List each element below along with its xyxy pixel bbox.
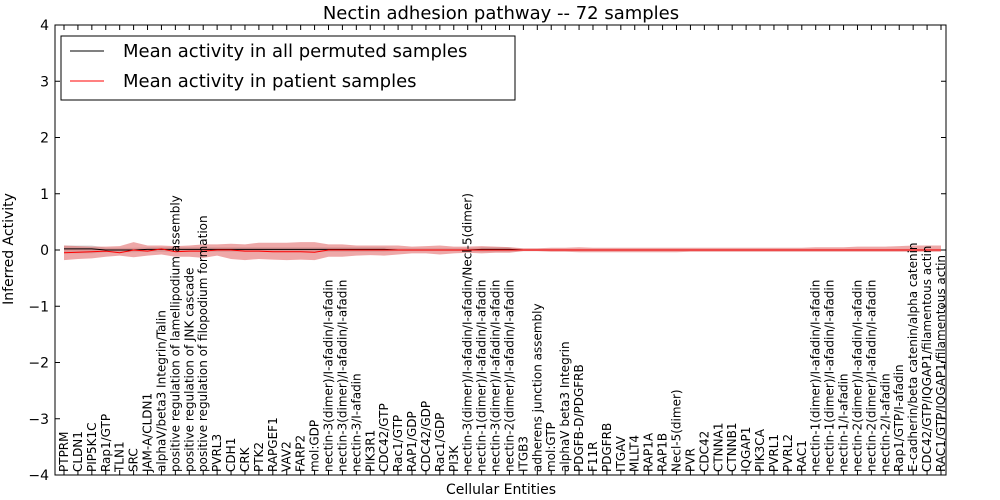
x-tick-label: PVR — [683, 448, 697, 472]
x-tick-label: PTPRM — [57, 432, 71, 473]
x-tick-label: mol:GDP — [308, 420, 322, 472]
x-tick-label: nectin-2/I-afadin — [878, 373, 892, 472]
x-tick-label: JAM-A/CLDN1 — [141, 393, 155, 473]
y-tick-label: 1 — [40, 187, 49, 203]
x-tick-label: CTNNB1 — [725, 422, 739, 472]
y-tick-label: −4 — [28, 468, 49, 484]
x-tick-label: nectin-3/I-afadin — [349, 373, 363, 472]
y-tick-label: 2 — [40, 131, 49, 147]
x-tick-label: RAC1/GTP/IQGAP1/filamentous actin — [934, 255, 948, 472]
x-tick-label: PTK2 — [252, 442, 266, 472]
patient-mean-line — [63, 248, 941, 254]
y-axis-label: Inferred Activity — [1, 193, 17, 305]
x-tick-label: IQGAP1 — [739, 427, 753, 472]
x-tick-label: PIK3CA — [753, 428, 767, 472]
x-tick-label: RAC1 — [795, 440, 809, 472]
x-tick-label: RAP1/GDP — [405, 411, 419, 472]
x-tick-label: RAP1A — [642, 432, 656, 472]
x-tick-label: nectin-2(dimer)/I-afadin/I-afadin — [864, 280, 878, 472]
legend-frame — [60, 35, 516, 101]
x-tick-label: PVRL1 — [767, 434, 781, 472]
x-tick-label: alphaV beta3 Integrin — [558, 341, 572, 472]
x-tick-label: mol:GTP — [544, 422, 558, 472]
x-tick-label: nectin-2(dimer)/I-afadin/I-afadin — [503, 280, 517, 472]
x-tick-label: nectin-1(dimer)/I-afadin/I-afadin — [475, 280, 489, 472]
x-tick-label: CLDN1 — [71, 431, 85, 472]
x-tick-label: SRC — [127, 448, 141, 472]
x-tick-label: PIP5K1C — [85, 422, 99, 472]
x-tick-label: CRK — [238, 446, 252, 472]
x-tick-label: PIK3R1 — [363, 430, 377, 472]
patient-band — [64, 242, 941, 261]
x-tick-label: nectin-3(dimer)/I-afadin/I-afadin — [335, 280, 349, 472]
x-tick-label: VAV2 — [280, 441, 294, 472]
x-tick-label: nectin-3(dimer)/I-afadin/I-afadin/Necl-5… — [461, 193, 475, 472]
x-tick-label: alphaV/beta3 Integrin/Talin — [154, 310, 168, 472]
x-tick-label: FARP2 — [294, 435, 308, 472]
y-tick-label: 3 — [40, 74, 49, 90]
x-tick-label: nectin-3(dimer)/I-afadin/I-afadin — [489, 280, 503, 472]
x-tick-label: CDC42 — [697, 431, 711, 472]
x-tick-label: CDC42/GDP — [419, 401, 433, 472]
legend-label-permuted: Mean activity in all permuted samples — [123, 41, 467, 62]
x-tick-label: CDH1 — [224, 438, 238, 472]
x-tick-label: nectin-3(dimer)/I-afadin/I-afadin — [322, 280, 336, 472]
legend: Mean activity in all permuted samplesMea… — [60, 35, 516, 101]
x-tick-label: nectin-1(dimer)/I-afadin/I-afadin — [809, 280, 823, 472]
x-tick-label: MLLT4 — [628, 435, 642, 472]
x-tick-label: nectin-1/I-afadin — [837, 373, 851, 472]
x-tick-label: PVRL2 — [781, 434, 795, 472]
y-tick-label: −2 — [28, 356, 49, 372]
x-tick-label: Rap1/GTP/I-afadin — [892, 364, 906, 472]
y-tick-label: −3 — [28, 412, 49, 428]
x-tick-label: CTNNA1 — [711, 423, 725, 473]
x-tick-label: positive regulation of lamellipodium ass… — [168, 195, 182, 472]
x-tick-label: F11R — [586, 442, 600, 473]
y-tick-label: 4 — [40, 18, 49, 34]
x-tick-label: PDGFB-D/PDGFRB — [572, 364, 586, 472]
legend-label-patient: Mean activity in patient samples — [123, 71, 417, 92]
chart-title: Nectin adhesion pathway -- 72 samples — [323, 3, 679, 24]
x-tick-label: PI3K — [447, 445, 461, 472]
x-tick-label: adherens junction assembly — [530, 303, 544, 472]
y-tick-label: 0 — [40, 243, 49, 259]
x-tick-label: Rac1/GDP — [433, 413, 447, 472]
x-tick-label: positive regulation of JNK cascade — [182, 268, 196, 472]
x-tick-label: nectin-2(dimer)/I-afadin/I-afadin — [851, 280, 865, 472]
x-tick-label: RAPGEF1 — [266, 417, 280, 472]
x-tick-label: PVRL3 — [210, 434, 224, 472]
y-tick-label: −1 — [28, 299, 49, 315]
x-tick-label: positive regulation of filopodium format… — [196, 215, 210, 472]
x-tick-label: Rac1/GTP — [391, 415, 405, 472]
x-tick-label: Rap1/GTP — [99, 414, 113, 472]
x-axis-label: Cellular Entities — [446, 482, 556, 498]
x-tick-label: nectin-1(dimer)/I-afadin/I-afadin — [823, 280, 837, 472]
x-tick-label: CDC42/GTP/IQGAP1/filamentous actin — [920, 246, 934, 472]
x-tick-label: ITGB3 — [516, 436, 530, 472]
x-tick-label: CDC42/GTP — [377, 403, 391, 472]
x-tick-label: Necl-5(dimer) — [670, 389, 684, 472]
x-tick-label: ITGAV — [614, 435, 628, 472]
x-tick-label: PDGFRB — [600, 423, 614, 472]
x-tick-label: RAP1B — [656, 433, 670, 472]
x-tick-label: E-cadherin/beta catenin/alpha catenin — [906, 242, 920, 472]
x-tick-label: TLN1 — [113, 441, 127, 473]
